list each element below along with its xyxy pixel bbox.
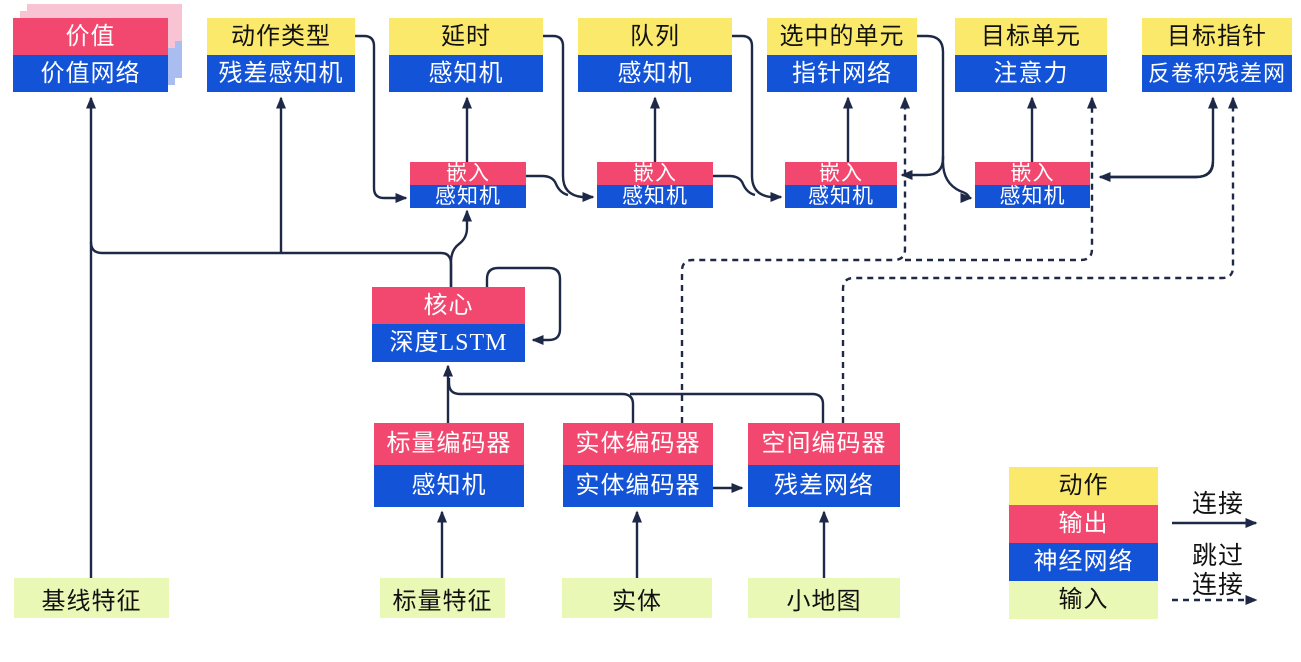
legend-color-key: 动作 输出 神经网络 输入 (1009, 467, 1158, 619)
node-delay-title: 延时 (389, 18, 543, 55)
node-scalar-features: 标量特征 (380, 578, 505, 618)
node-action-type-network: 残差感知机 (207, 55, 355, 92)
skip-spatial-to-target-pointer (841, 96, 1238, 423)
edge-target-pointer-to-embed4 (1098, 161, 1215, 182)
node-value-network: 价值网络 (13, 55, 168, 92)
legend-network: 神经网络 (1009, 543, 1158, 581)
node-entity-encoder-network: 实体编码器 (563, 465, 713, 507)
node-baseline-features: 基线特征 (14, 578, 169, 618)
node-target-pointer-title: 目标指针 (1142, 18, 1292, 55)
edge-action-type-to-embed1 (355, 34, 408, 203)
node-embed-2-network: 感知机 (597, 185, 713, 208)
node-delay-network: 感知机 (389, 55, 543, 92)
node-embed-2: 嵌入 感知机 (597, 162, 713, 208)
node-embed-3: 嵌入 感知机 (785, 162, 897, 208)
node-target-pointer-network: 反卷积残差网 (1142, 55, 1292, 92)
node-value-title: 价值 (13, 18, 168, 55)
node-core-title: 核心 (372, 287, 525, 324)
edge-core-output-left (89, 241, 453, 287)
node-embed-1-title: 嵌入 (410, 162, 526, 185)
node-action-type: 动作类型 残差感知机 (207, 18, 355, 92)
node-action-type-title: 动作类型 (207, 18, 355, 55)
node-scalar-encoder-title: 标量编码器 (374, 423, 524, 465)
edge-core-self-loop (485, 266, 562, 345)
node-entity-encoder: 实体编码器 实体编码器 (563, 423, 713, 507)
node-embed-4-network: 感知机 (975, 185, 1090, 208)
node-selected-units-title: 选中的单元 (767, 18, 917, 55)
edge-entity-encoder-to-core (447, 378, 635, 423)
edge-core-to-embed1 (449, 209, 472, 287)
node-target-pointer: 目标指针 反卷积残差网 (1142, 18, 1292, 92)
node-spatial-encoder: 空间编码器 残差网络 (748, 423, 900, 507)
node-selected-units: 选中的单元 指针网络 (767, 18, 917, 92)
edge-delay-to-embed2 (543, 34, 595, 202)
node-entities: 实体 (562, 578, 712, 618)
node-entity-encoder-title: 实体编码器 (563, 423, 713, 465)
edge-embed4-to-target-pointer (1102, 96, 1218, 179)
node-scalar-encoder: 标量编码器 感知机 (374, 423, 524, 507)
edge-queue-to-embed3 (732, 34, 783, 202)
node-embed-4: 嵌入 感知机 (975, 162, 1090, 208)
node-embed-3-title: 嵌入 (785, 162, 897, 185)
node-embed-3-network: 感知机 (785, 185, 897, 208)
edge-spatial-encoder-to-core (630, 392, 825, 423)
legend-input: 输入 (1009, 581, 1158, 619)
edge-embed2-to-embed3 (713, 174, 756, 197)
node-core: 核心 深度LSTM (372, 287, 525, 362)
node-minimap: 小地图 (748, 578, 900, 618)
node-core-network: 深度LSTM (372, 324, 525, 362)
legend-skip-label-line2: 连接 (1191, 572, 1244, 599)
node-embed-4-title: 嵌入 (975, 162, 1090, 185)
node-queue-title: 队列 (578, 18, 732, 55)
node-delay: 延时 感知机 (389, 18, 543, 92)
edge-selected-units-to-embed3 (900, 34, 945, 180)
edge-embed1-to-embed2 (526, 174, 569, 197)
node-target-unit-title: 目标单元 (955, 18, 1107, 55)
skip-entity-to-target-unit (905, 96, 1097, 262)
node-scalar-encoder-network: 感知机 (374, 465, 524, 507)
legend-output: 输出 (1009, 505, 1158, 543)
legend-connection-label: 连接 (1191, 491, 1244, 518)
node-target-unit: 目标单元 注意力 (955, 18, 1107, 92)
skip-entity-to-selected-units (680, 96, 910, 423)
node-spatial-encoder-title: 空间编码器 (748, 423, 900, 465)
node-embed-1: 嵌入 感知机 (410, 162, 526, 208)
node-embed-2-title: 嵌入 (597, 162, 713, 185)
legend-skip-label-line1: 跳过 (1191, 543, 1244, 570)
node-queue-network: 感知机 (578, 55, 732, 92)
node-target-unit-network: 注意力 (955, 55, 1107, 92)
legend-action: 动作 (1009, 467, 1158, 505)
node-queue: 队列 感知机 (578, 18, 732, 92)
node-spatial-encoder-network: 残差网络 (748, 465, 900, 507)
node-value: 价值 价值网络 (13, 4, 182, 92)
node-embed-1-network: 感知机 (410, 185, 526, 208)
edge-selected-units-to-embed4 (941, 156, 973, 203)
node-selected-units-network: 指针网络 (767, 55, 917, 92)
